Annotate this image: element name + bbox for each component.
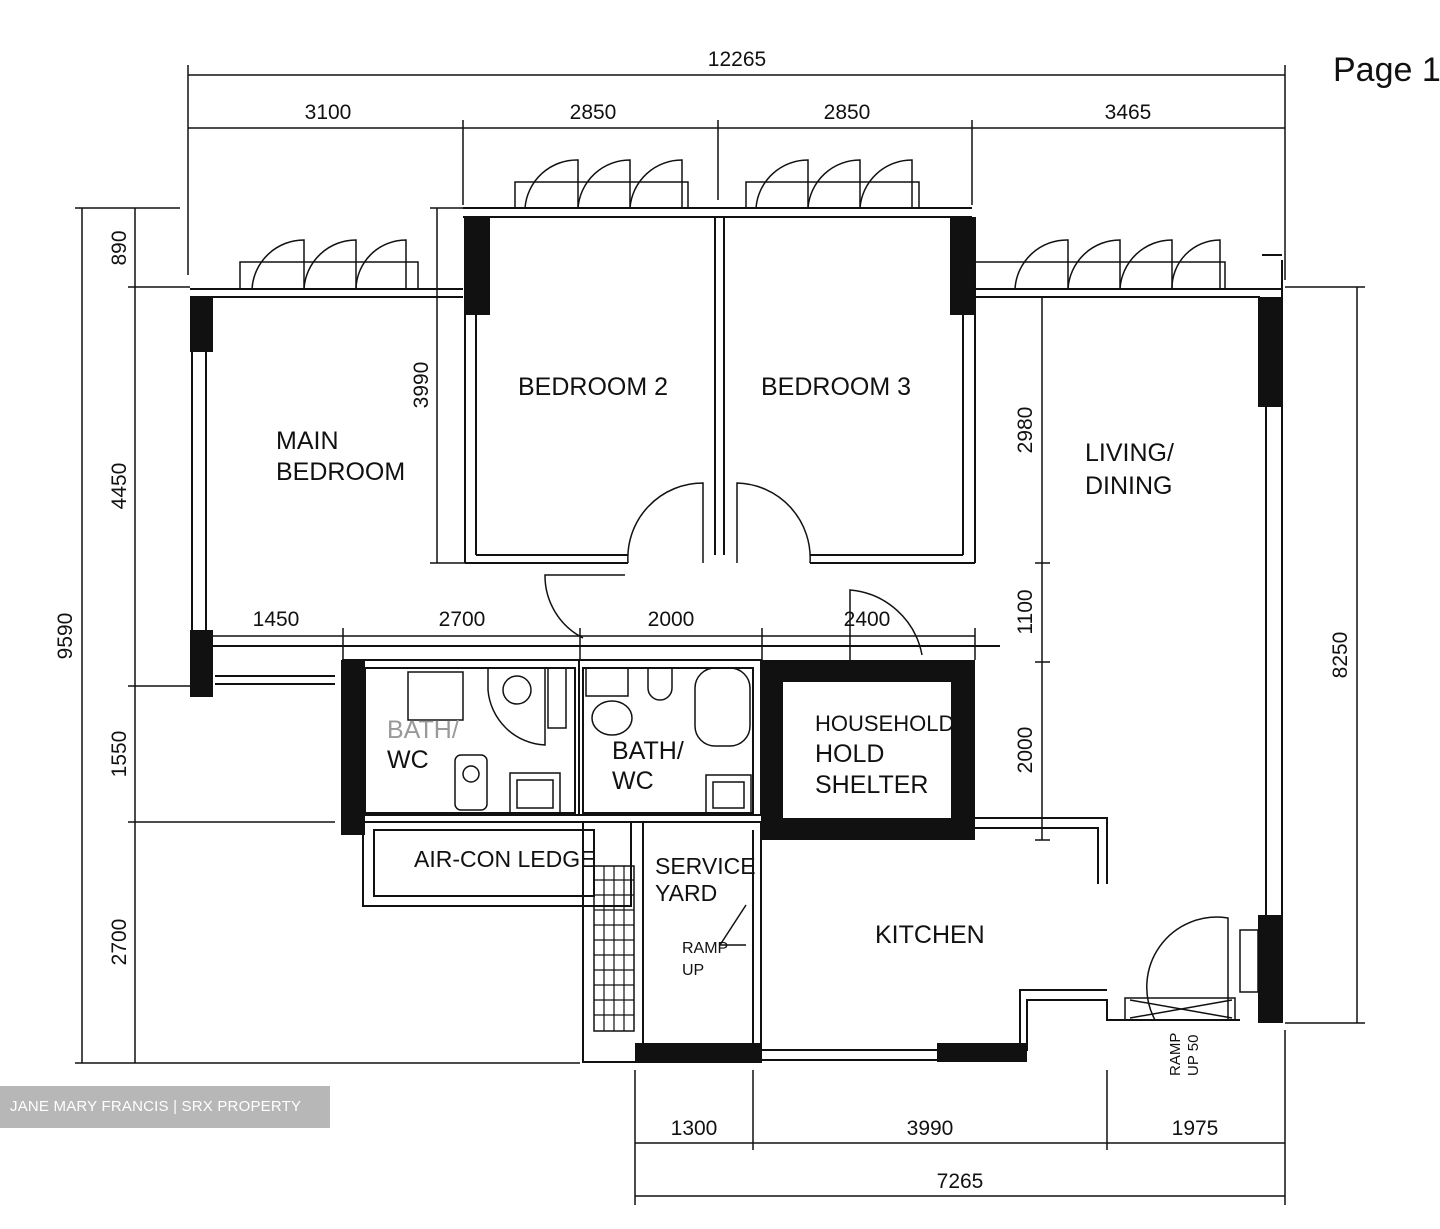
household-shelter-walls — [761, 660, 975, 840]
dim-bottom-3990: 3990 — [907, 1117, 954, 1140]
dim-right-1100: 1100 — [1014, 589, 1037, 634]
dim-bottom-1300: 1300 — [671, 1117, 718, 1140]
dim-mid-2000: 2000 — [648, 608, 695, 631]
dim-inner-3990: 3990 — [410, 362, 433, 409]
dim-left-4: 2700 — [108, 919, 131, 966]
main-bedroom-label-2: BEDROOM — [276, 458, 405, 486]
ramp-50-label-1: RAMP — [1167, 1033, 1184, 1076]
dim-left-total: 9590 — [54, 613, 77, 660]
page-label: Page 1 — [1333, 51, 1440, 89]
dim-top-2: 2850 — [570, 101, 617, 124]
walls — [190, 207, 1283, 1063]
bath-2-label-2: WC — [612, 767, 654, 795]
kitchen-label: KITCHEN — [875, 921, 985, 949]
dim-left-3: 1550 — [108, 731, 131, 778]
dimension-labels: 12265 3100 2850 2850 3465 9590 890 4450 … — [54, 48, 1352, 1193]
aircon-ledge-label: AIR-CON LEDGE — [414, 846, 595, 872]
shelter-label-3: SHELTER — [815, 771, 928, 799]
dim-mid-2700: 2700 — [439, 608, 486, 631]
room-labels: MAIN BEDROOM BEDROOM 2 BEDROOM 3 LIVING/… — [276, 373, 1202, 1076]
bedroom-2-label: BEDROOM 2 — [518, 373, 668, 401]
dim-mid-1450: 1450 — [253, 608, 300, 631]
dim-bottom-1975: 1975 — [1172, 1117, 1219, 1140]
dim-top-3: 2850 — [824, 101, 871, 124]
dim-top-4: 3465 — [1105, 101, 1152, 124]
service-yard-label-2: YARD — [655, 880, 717, 906]
bedroom-3-label: BEDROOM 3 — [761, 373, 911, 401]
dim-right-2980: 2980 — [1014, 407, 1037, 454]
dim-top-1: 3100 — [305, 101, 352, 124]
bath-1-label-1: BATH/ — [387, 716, 459, 744]
ramp-50-label-2: UP 50 — [1185, 1035, 1202, 1076]
service-yard-label-1: SERVICE — [655, 853, 756, 879]
bath-1-label-2: WC — [387, 746, 429, 774]
dim-right-2000: 2000 — [1014, 727, 1037, 774]
watermark: JANE MARY FRANCIS | SRX PROPERTY — [0, 1086, 330, 1128]
dim-mid-2400: 2400 — [844, 608, 891, 631]
dim-left-2: 4450 — [108, 463, 131, 510]
ramp-label-2: UP — [682, 962, 704, 979]
columns — [190, 217, 1282, 1062]
fixtures — [407, 667, 1259, 1032]
bath-2-label-1: BATH/ — [612, 737, 684, 765]
dim-top-total: 12265 — [708, 48, 766, 71]
living-dining-label-1: LIVING/ — [1085, 439, 1174, 467]
dim-right-8250: 8250 — [1329, 632, 1352, 679]
dim-bottom-total: 7265 — [937, 1170, 984, 1193]
doors — [544, 482, 1229, 1021]
windows — [239, 159, 1226, 290]
shelter-label-1: HOUSEHOLD — [815, 711, 954, 736]
shelter-label-2: HOLD — [815, 740, 884, 768]
main-bedroom-label-1: MAIN — [276, 427, 339, 455]
living-dining-label-2: DINING — [1085, 472, 1173, 500]
dim-left-1: 890 — [108, 230, 131, 265]
ramp-label-1: RAMP — [682, 940, 728, 957]
dimension-lines — [75, 65, 1365, 1205]
